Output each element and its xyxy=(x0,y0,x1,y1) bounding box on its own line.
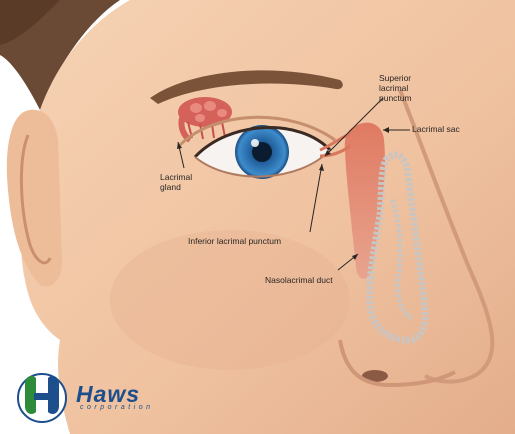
ear xyxy=(7,110,62,287)
face-skin xyxy=(21,0,515,434)
inferior-lacrimal-punctum-label: Inferior lacrimal punctum xyxy=(188,236,281,246)
lacrimal-sac-label: Lacrimal sac xyxy=(412,124,460,134)
nasolacrimal-duct-label: Nasolacrimal duct xyxy=(265,275,333,285)
lacrimal-gland-label: Lacrimal gland xyxy=(160,172,192,192)
superior-lacrimal-punctum-label: Superior lacrimal punctum xyxy=(379,73,412,103)
haws-logo-subtitle: corporation xyxy=(80,404,154,411)
haws-logo-mark xyxy=(18,374,66,422)
